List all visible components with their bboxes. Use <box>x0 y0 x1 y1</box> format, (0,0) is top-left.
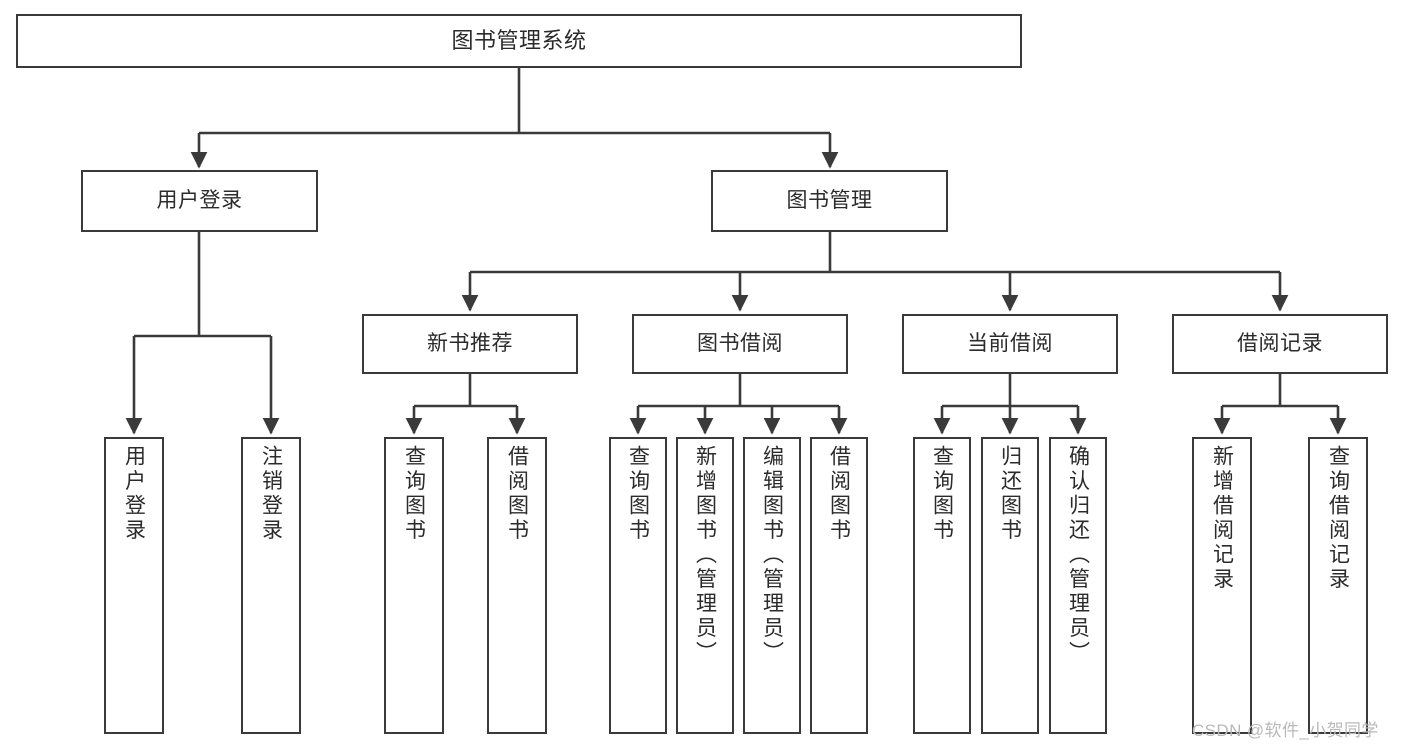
node-label: 归还图书 <box>998 445 1022 543</box>
node-label: 用户登录 <box>156 188 243 212</box>
node-leaf-user-login-login[interactable]: 用户登录 <box>104 437 164 734</box>
node-label: 当前借阅 <box>967 331 1053 355</box>
node-leaf-new-book-query-book[interactable]: 查询图书 <box>384 437 444 734</box>
node-current-borrow[interactable]: 当前借阅 <box>902 314 1118 374</box>
node-label: 借阅记录 <box>1237 331 1323 355</box>
node-label: 查询图书 <box>402 445 426 543</box>
node-label: 新增图书（管理员） <box>693 445 717 666</box>
node-leaf-current-borrow-query-book[interactable]: 查询图书 <box>913 437 971 734</box>
node-label: 查询借阅记录 <box>1326 445 1350 592</box>
node-label: 查询图书 <box>930 445 954 543</box>
node-label: 借阅图书 <box>827 445 851 543</box>
node-leaf-borrow-record-add-record[interactable]: 新增借阅记录 <box>1192 437 1252 734</box>
node-book-borrow[interactable]: 图书借阅 <box>632 314 848 374</box>
node-leaf-current-borrow-confirm-return-admin[interactable]: 确认归还（管理员） <box>1049 437 1107 734</box>
node-borrow-record[interactable]: 借阅记录 <box>1172 314 1388 374</box>
node-leaf-book-borrow-edit-book-admin[interactable]: 编辑图书（管理员） <box>743 437 801 734</box>
node-label: 新增借阅记录 <box>1210 445 1234 592</box>
node-leaf-book-borrow-borrow-book[interactable]: 借阅图书 <box>810 437 868 734</box>
node-leaf-book-borrow-add-book-admin[interactable]: 新增图书（管理员） <box>676 437 734 734</box>
node-label: 用户登录 <box>122 445 146 543</box>
node-leaf-user-login-logout[interactable]: 注销登录 <box>241 437 301 734</box>
node-label: 编辑图书（管理员） <box>760 445 784 666</box>
node-leaf-new-book-borrow-book[interactable]: 借阅图书 <box>487 437 547 734</box>
node-book-management[interactable]: 图书管理 <box>711 170 948 232</box>
node-leaf-current-borrow-return-book[interactable]: 归还图书 <box>981 437 1039 734</box>
node-new-book-recommend[interactable]: 新书推荐 <box>362 314 578 374</box>
node-label: 确认归还（管理员） <box>1066 445 1090 666</box>
node-user-login[interactable]: 用户登录 <box>81 170 318 232</box>
csdn-watermark: CSDN @软件_小贺同学 <box>1192 721 1379 740</box>
node-leaf-book-borrow-query-book[interactable]: 查询图书 <box>609 437 667 734</box>
node-label: 新书推荐 <box>427 331 513 355</box>
node-label: 图书借阅 <box>697 331 783 355</box>
node-label: 图书管理系统 <box>451 28 587 54</box>
node-leaf-borrow-record-query-record[interactable]: 查询借阅记录 <box>1308 437 1368 734</box>
node-label: 图书管理 <box>786 188 873 212</box>
node-label: 查询图书 <box>626 445 650 543</box>
node-label: 注销登录 <box>259 445 283 543</box>
node-root-book-management-system[interactable]: 图书管理系统 <box>16 14 1022 68</box>
node-label: 借阅图书 <box>505 445 529 543</box>
